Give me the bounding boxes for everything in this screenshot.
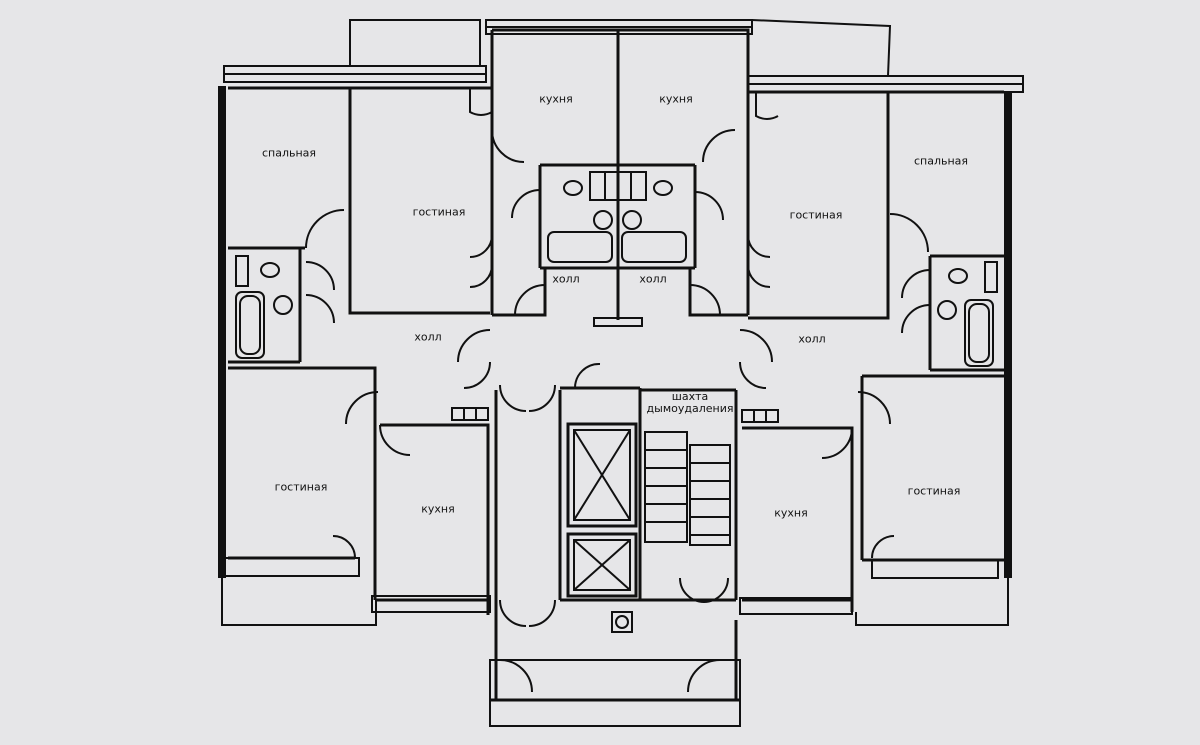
label-living-top-right: гостиная — [789, 208, 843, 222]
label-kitchen-top-right: кухня — [659, 92, 693, 106]
label-bedroom-left: спальная — [261, 146, 317, 160]
label-kitchen-bottom-right: кухня — [774, 506, 808, 520]
label-hall-left: холл — [414, 330, 442, 344]
label-smoke-shaft: шахта дымоудаления — [647, 391, 734, 415]
label-smoke-shaft-line1: шахта — [671, 390, 709, 403]
label-hall-small-right: холл — [639, 272, 667, 286]
balconies — [221, 19, 1024, 727]
label-kitchen-bottom-left: кухня — [421, 502, 455, 516]
fixtures — [235, 171, 998, 633]
label-bedroom-right: спальная — [913, 154, 969, 168]
label-living-top-left: гостиная — [412, 205, 466, 219]
door-swings — [305, 88, 931, 693]
label-living-bottom-right: гостиная — [907, 484, 961, 498]
label-living-bottom-left: гостиная — [274, 480, 328, 494]
label-smoke-shaft-line2: дымоудаления — [646, 402, 734, 415]
label-hall-right: холл — [798, 332, 826, 346]
label-hall-small-left: холл — [552, 272, 580, 286]
label-kitchen-top-left: кухня — [539, 92, 573, 106]
